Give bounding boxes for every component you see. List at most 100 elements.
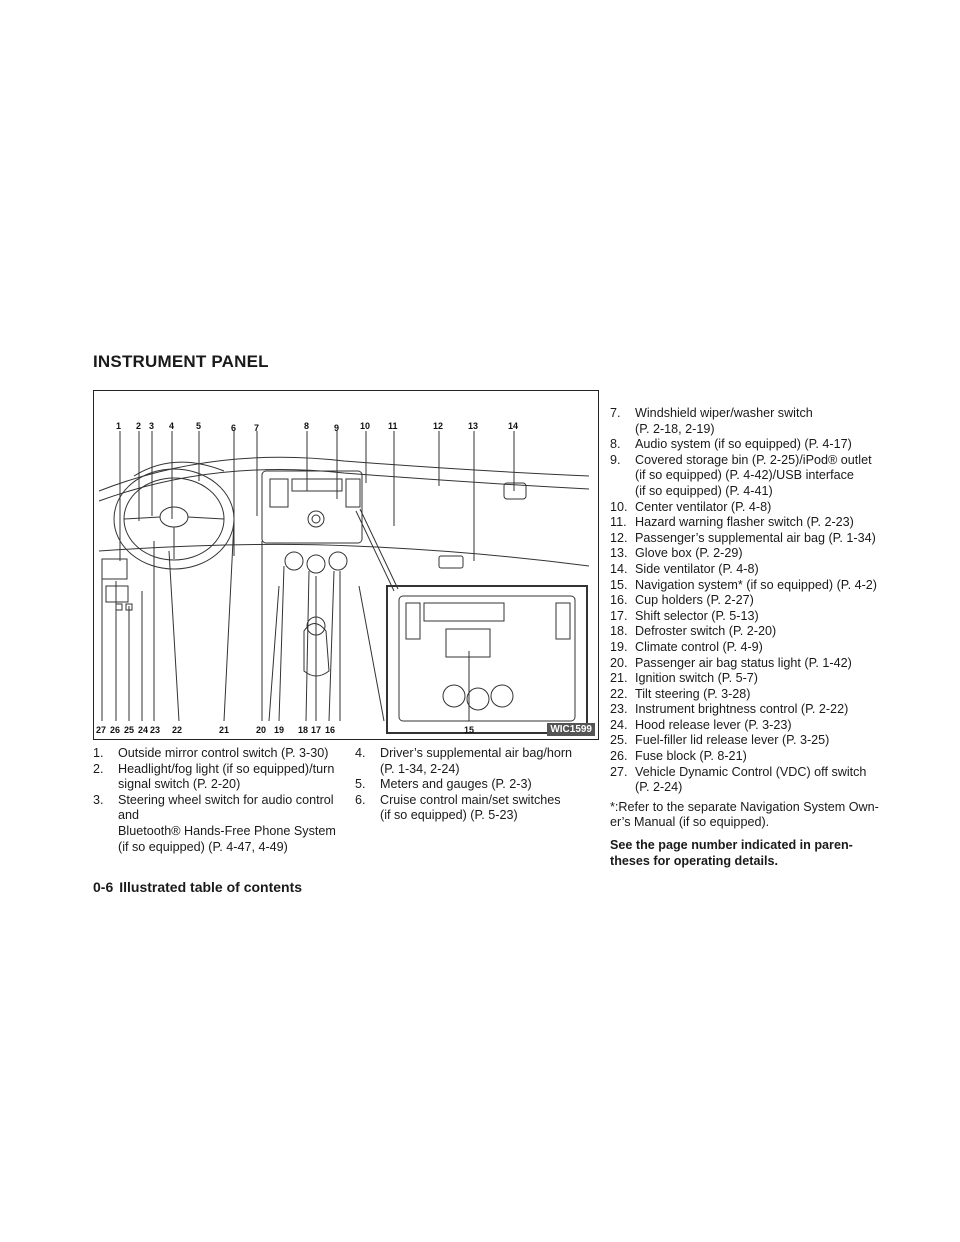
item-text-line: Passenger’s supplemental air bag (P. 1-3…	[635, 530, 876, 545]
list-item: 7. Windshield wiper/washer switch(P. 2-18…	[610, 406, 895, 437]
item-number: 14.	[610, 561, 628, 576]
item-number: 4.	[355, 746, 366, 760]
item-text-line: Covered storage bin (P. 2-25)/iPod® outl…	[635, 452, 872, 467]
item-text-line: (P. 1-34, 2-24)	[380, 761, 460, 776]
item-number: 7.	[610, 406, 621, 420]
item-text-line: Headlight/fog light (if so equipped)/tur…	[118, 761, 335, 776]
item-number: 3.	[93, 792, 104, 807]
list-item: 9. Covered storage bin (P. 2-25)/iPod® ou…	[610, 453, 895, 500]
item-text-line: (P. 2-18, 2-19)	[635, 421, 715, 436]
list-item: 27.Vehicle Dynamic Control (VDC) off swi…	[610, 765, 895, 796]
item-number: 18.	[610, 624, 628, 639]
list-item: 10.Center ventilator (P. 4-8)	[610, 500, 895, 516]
figure-label-1: 1	[116, 421, 121, 431]
section-title: INSTRUMENT PANEL	[93, 352, 269, 371]
item-text-line: Meters and gauges (P. 2-3)	[380, 777, 532, 792]
figure-label-5: 5	[196, 421, 201, 431]
item-number: 9.	[610, 452, 621, 467]
figure-code: WIC1599	[547, 723, 595, 736]
page-footer: 0-6 Illustrated table of contents	[93, 879, 302, 895]
item-text-line: (P. 2-24)	[635, 780, 683, 795]
item-text-line: Defroster switch (P. 2-20)	[635, 624, 777, 639]
item-number: 10.	[610, 499, 628, 514]
figure-label-7: 7	[254, 423, 259, 433]
figure-label-24: 24	[138, 725, 148, 735]
item-number: 2.	[93, 761, 104, 776]
list-item: 12. Passenger’s supplemental air bag (P. …	[610, 531, 895, 547]
item-number: 26.	[610, 749, 628, 764]
figure-label-2: 2	[136, 421, 141, 431]
item-number: 11.	[610, 515, 627, 530]
list-item: 15.Navigation system* (if so equipped) (…	[610, 578, 895, 594]
item-number: 21.	[610, 671, 628, 686]
item-text-line: Tilt steering (P. 3-28)	[635, 686, 751, 701]
figure-label-13: 13	[468, 421, 478, 431]
list-item: 11. Hazard warning flasher switch (P. 2-2…	[610, 515, 895, 531]
figure-label-26: 26	[110, 725, 120, 735]
figure-label-3: 3	[149, 421, 154, 431]
figure-label-20: 20	[256, 725, 266, 735]
figure-label-25: 25	[124, 725, 134, 735]
item-text-line: Driver’s supplemental air bag/horn	[380, 746, 573, 760]
figure-label-19: 19	[274, 725, 284, 735]
item-text-line: Side ventilator (P. 4-8)	[635, 561, 759, 576]
item-number: 15.	[610, 577, 628, 592]
list-item: 3. Steering wheel switch for audio contro…	[93, 793, 348, 855]
item-number: 13.	[610, 546, 628, 561]
item-number: 22.	[610, 686, 628, 701]
item-number: 17.	[610, 608, 628, 623]
item-text-line: Cup holders (P. 2-27)	[635, 593, 754, 608]
figure-label-11: 11	[388, 421, 398, 431]
item-text-line: Shift selector (P. 5-13)	[635, 608, 759, 623]
list-item: 17. Shift selector (P. 5-13)	[610, 609, 895, 625]
list-item: 26. Fuse block (P. 8-21)	[610, 749, 895, 765]
item-text-line: Cruise control main/set switches	[380, 792, 561, 807]
figure-label-17: 17	[311, 725, 321, 735]
figure-label-10: 10	[360, 421, 370, 431]
navigation-footnote: *:Refer to the separate Navigation Syste…	[610, 799, 879, 830]
item-text-line: (if so equipped) (P. 4-42)/USB interface	[635, 468, 854, 483]
list-item: 24.Hood release lever (P. 3-23)	[610, 718, 895, 734]
list-item: 13. Glove box (P. 2-29)	[610, 546, 895, 562]
item-text-line: Instrument brightness control (P. 2-22)	[635, 702, 849, 717]
figure-label-14: 14	[508, 421, 518, 431]
item-text-line: Fuse block (P. 8-21)	[635, 749, 747, 764]
list-item: 19.Climate control (P. 4-9)	[610, 640, 895, 656]
item-number: 20.	[610, 655, 628, 670]
list-item: 5.Meters and gauges (P. 2-3)	[355, 777, 600, 793]
item-text-line: (if so equipped) (P. 4-41)	[635, 483, 773, 498]
item-text-line: Windshield wiper/washer switch	[635, 406, 813, 420]
item-text-line: Hazard warning flasher switch (P. 2-23)	[635, 515, 854, 530]
footer-title: Illustrated table of contents	[119, 879, 303, 895]
item-text-line: Fuel-filler lid release lever (P. 3-25)	[635, 733, 830, 748]
list-item: 8.Audio system (if so equipped) (P. 4-17…	[610, 437, 895, 453]
item-number: 12.	[610, 530, 628, 545]
figure-label-9: 9	[334, 423, 339, 433]
item-text-line: Glove box (P. 2-29)	[635, 546, 743, 561]
item-list-col3: 7. Windshield wiper/washer switch(P. 2-18…	[610, 406, 895, 869]
item-text-line: Hood release lever (P. 3-23)	[635, 717, 792, 732]
list-item: 18. Defroster switch (P. 2-20)	[610, 624, 895, 640]
figure-label-18: 18	[298, 725, 308, 735]
item-text-line: Passenger air bag status light (P. 1-42)	[635, 655, 852, 670]
figure-label-4: 4	[169, 421, 174, 431]
item-number: 16.	[610, 593, 628, 608]
item-text-line: Outside mirror control switch (P. 3-30)	[118, 746, 329, 760]
figure-label-27: 27	[96, 725, 106, 735]
list-item: 16. Cup holders (P. 2-27)	[610, 593, 895, 609]
item-text-line: Climate control (P. 4-9)	[635, 639, 763, 654]
item-text-line: (if so equipped) (P. 4-47, 4-49)	[118, 839, 288, 854]
figure-label-8: 8	[304, 421, 309, 431]
item-list-col2: 4. Driver’s supplemental air bag/horn(P. …	[355, 746, 600, 824]
item-text-line: Steering wheel switch for audio control …	[118, 792, 334, 823]
figure-label-23: 23	[150, 725, 160, 735]
page-number: 0-6	[93, 879, 114, 895]
list-item: 6.Cruise control main/set switches(if so…	[355, 793, 600, 824]
figure-label-22: 22	[172, 725, 182, 735]
item-number: 25.	[610, 733, 628, 748]
instrument-panel-illustration: 1 2 3 4 5 6 7 8 9 10 11 12 13 14 27 26 2…	[96, 421, 590, 735]
list-item: 4. Driver’s supplemental air bag/horn(P. …	[355, 746, 600, 777]
item-text-line: signal switch (P. 2-20)	[118, 777, 241, 792]
item-number: 27.	[610, 764, 628, 779]
item-text-line: Ignition switch (P. 5-7)	[635, 671, 758, 686]
